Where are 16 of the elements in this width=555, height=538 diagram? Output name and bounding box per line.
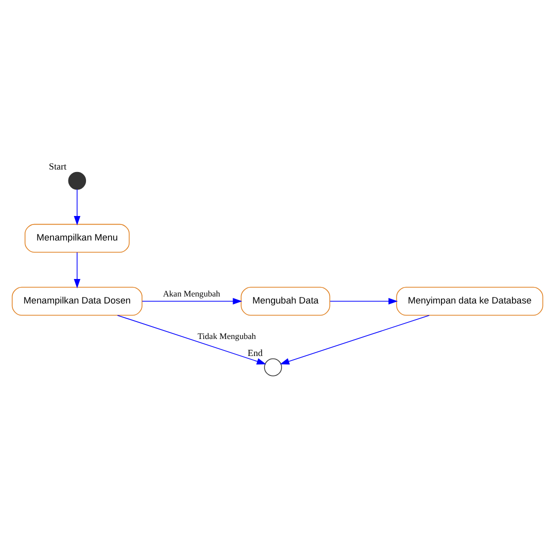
arrow <box>117 314 266 364</box>
node-box: Menampilkan Menu <box>24 224 130 253</box>
node-box: Menyimpan data ke Database <box>396 286 544 316</box>
edge-label: Tidak Mengubah <box>198 331 256 342</box>
node-box: Mengubah Data <box>240 286 330 316</box>
arrow <box>142 298 242 305</box>
node-circle <box>264 358 282 376</box>
arrow <box>330 298 398 305</box>
node-label: End <box>248 349 263 360</box>
arrow <box>74 188 80 226</box>
node-label: Start <box>48 162 66 173</box>
edge-label: Akan Mengubah <box>162 288 220 298</box>
arrow <box>280 314 430 364</box>
arrow <box>74 252 80 288</box>
node-circle <box>68 172 86 190</box>
node-box: Menampilkan Data Dosen <box>12 286 142 316</box>
